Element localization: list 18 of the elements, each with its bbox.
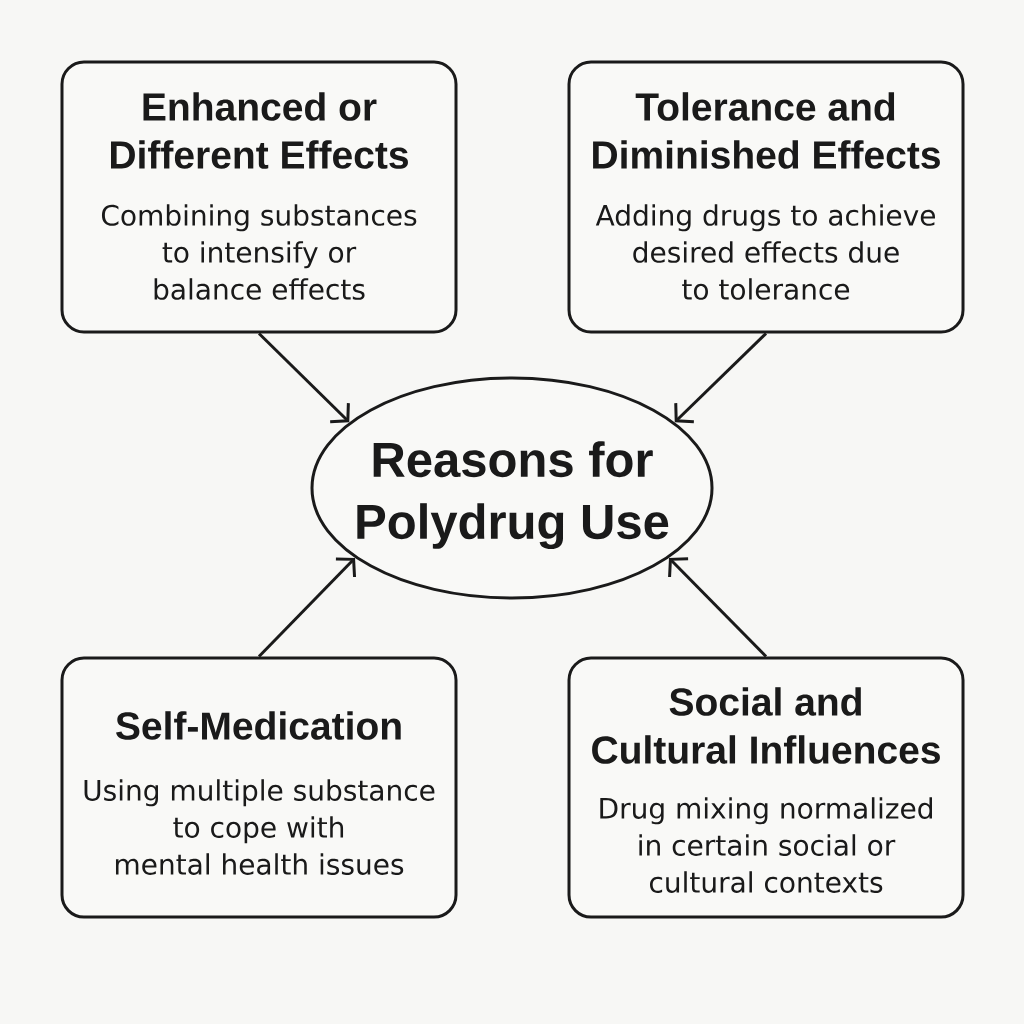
- box-heading: Enhanced or Different Effects: [111, 92, 408, 169]
- box-description: Combining substances to intensify or balance effects: [101, 204, 417, 300]
- arrow: [257, 332, 350, 424]
- box-heading: Social and Cultural Influences: [592, 687, 940, 764]
- info-box: [60, 60, 458, 334]
- box-heading: Tolerance and Diminished Effects: [593, 92, 940, 169]
- box-description: Using multiple substance to cope with mental health issues: [84, 779, 435, 875]
- arrow: [257, 557, 357, 658]
- info-box: [60, 656, 458, 919]
- arrow: [668, 557, 768, 658]
- box-heading: Self-Medication: [116, 711, 401, 740]
- topic-ellipse: [310, 376, 714, 600]
- info-box: [567, 656, 965, 919]
- box-description: Adding drugs to achieve desired effects due to tolerance: [595, 204, 935, 300]
- box-description: Drug mixing normalized in certain social or cultural contexts: [600, 797, 932, 893]
- info-box: [567, 60, 965, 334]
- arrow: [674, 332, 768, 424]
- topic-title: Reasons for Polydrug Use: [357, 441, 669, 550]
